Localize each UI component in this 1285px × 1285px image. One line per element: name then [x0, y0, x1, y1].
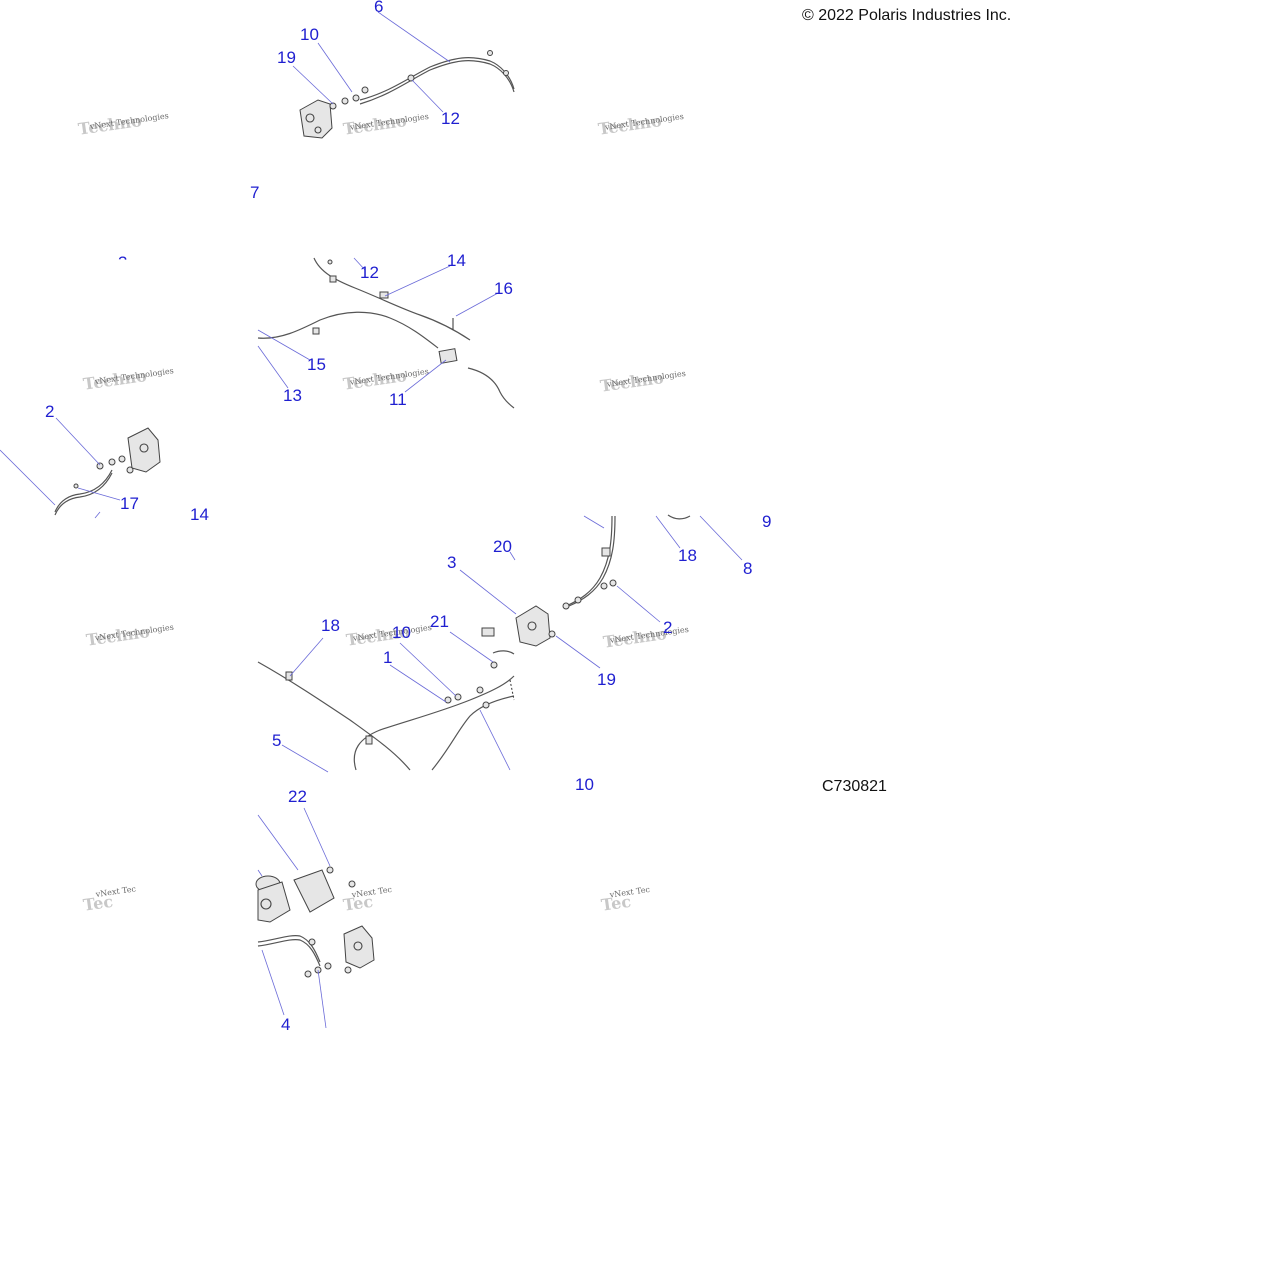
callout-19: 19 — [277, 48, 296, 67]
caliper-icon — [515, 605, 551, 647]
callout-17: 17 — [120, 494, 139, 513]
callout-14: 14 — [190, 505, 209, 524]
tile-master-cylinder — [255, 807, 375, 1029]
callout-2: 2 — [663, 618, 672, 637]
brake-switch-icon — [481, 627, 495, 637]
tile-left-caliper — [0, 417, 161, 519]
watermark-9: Techno vNext Technologies — [602, 624, 689, 652]
tile-front-left-caliper — [459, 514, 743, 669]
callout-6: 6 — [374, 0, 383, 16]
watermark-6: Techno vNext Technologies — [599, 368, 686, 396]
callout-10: 10 — [300, 25, 319, 44]
callout-8: 8 — [743, 559, 752, 578]
callout-12: 12 — [360, 263, 379, 282]
watermark-10: Tec vNext Tec — [82, 884, 137, 915]
master-cylinder-icon — [255, 869, 335, 923]
callout-13: 13 — [283, 386, 302, 405]
callout-3: 3 — [118, 253, 127, 272]
watermark-5: Techno vNext Technologies — [342, 366, 429, 394]
callout-11: 11 — [389, 390, 407, 409]
junction-block-icon — [438, 348, 458, 364]
svg-text:Tec: Tec — [82, 892, 115, 915]
callout-14: 14 — [447, 251, 466, 270]
callout-18: 18 — [678, 546, 697, 565]
callout-3: 3 — [447, 553, 456, 572]
drawing-number: C730821 — [822, 778, 887, 795]
callout-18: 18 — [321, 616, 340, 635]
tile-master-lines — [257, 627, 515, 773]
callout-22: 22 — [288, 787, 307, 806]
tile-rear-junction — [257, 257, 515, 409]
callout-12: 12 — [441, 109, 460, 128]
watermark-3: Techno vNext Technologies — [597, 111, 684, 139]
callout-1: 1 — [383, 648, 392, 667]
caliper-icon — [299, 99, 333, 139]
callout-21: 21 — [430, 612, 449, 631]
callout-19: 19 — [597, 670, 616, 689]
callout-16: 16 — [494, 279, 513, 298]
watermark-12: Tec vNext Tec — [600, 885, 651, 915]
callout-7: 7 — [250, 183, 259, 202]
watermark-7: Techno vNext Technologies — [85, 622, 174, 650]
copyright-notice: © 2022 Polaris Industries Inc. — [802, 7, 1012, 24]
callout-10: 10 — [575, 775, 594, 794]
callout-10: 10 — [392, 623, 411, 642]
svg-text:Tec: Tec — [342, 892, 375, 915]
tile-front-right-hose — [292, 11, 515, 139]
watermark-2: Techno vNext Technologies — [342, 111, 429, 139]
watermark-text: vNext Tec — [94, 884, 137, 899]
watermark-1: Techno vNext Technologies — [77, 111, 169, 139]
caliper-icon — [343, 925, 375, 969]
watermark-11: Tec vNext Tec — [342, 885, 393, 915]
watermark-4: Techno vNext Technologies — [82, 366, 174, 394]
caliper-icon — [127, 427, 161, 473]
callout-5: 5 — [272, 731, 281, 750]
watermark-8: Techno vNext Technologies — [345, 622, 432, 650]
svg-text:Tec: Tec — [600, 892, 633, 915]
callout-15: 15 — [307, 355, 326, 374]
callout-9: 9 — [762, 512, 771, 531]
callout-labels: 6 10 19 12 7 12 14 16 15 13 11 2 17 14 9… — [45, 0, 771, 1034]
callout-2: 2 — [45, 402, 54, 421]
callout-4: 4 — [281, 1015, 290, 1034]
callout-20: 20 — [493, 537, 512, 556]
